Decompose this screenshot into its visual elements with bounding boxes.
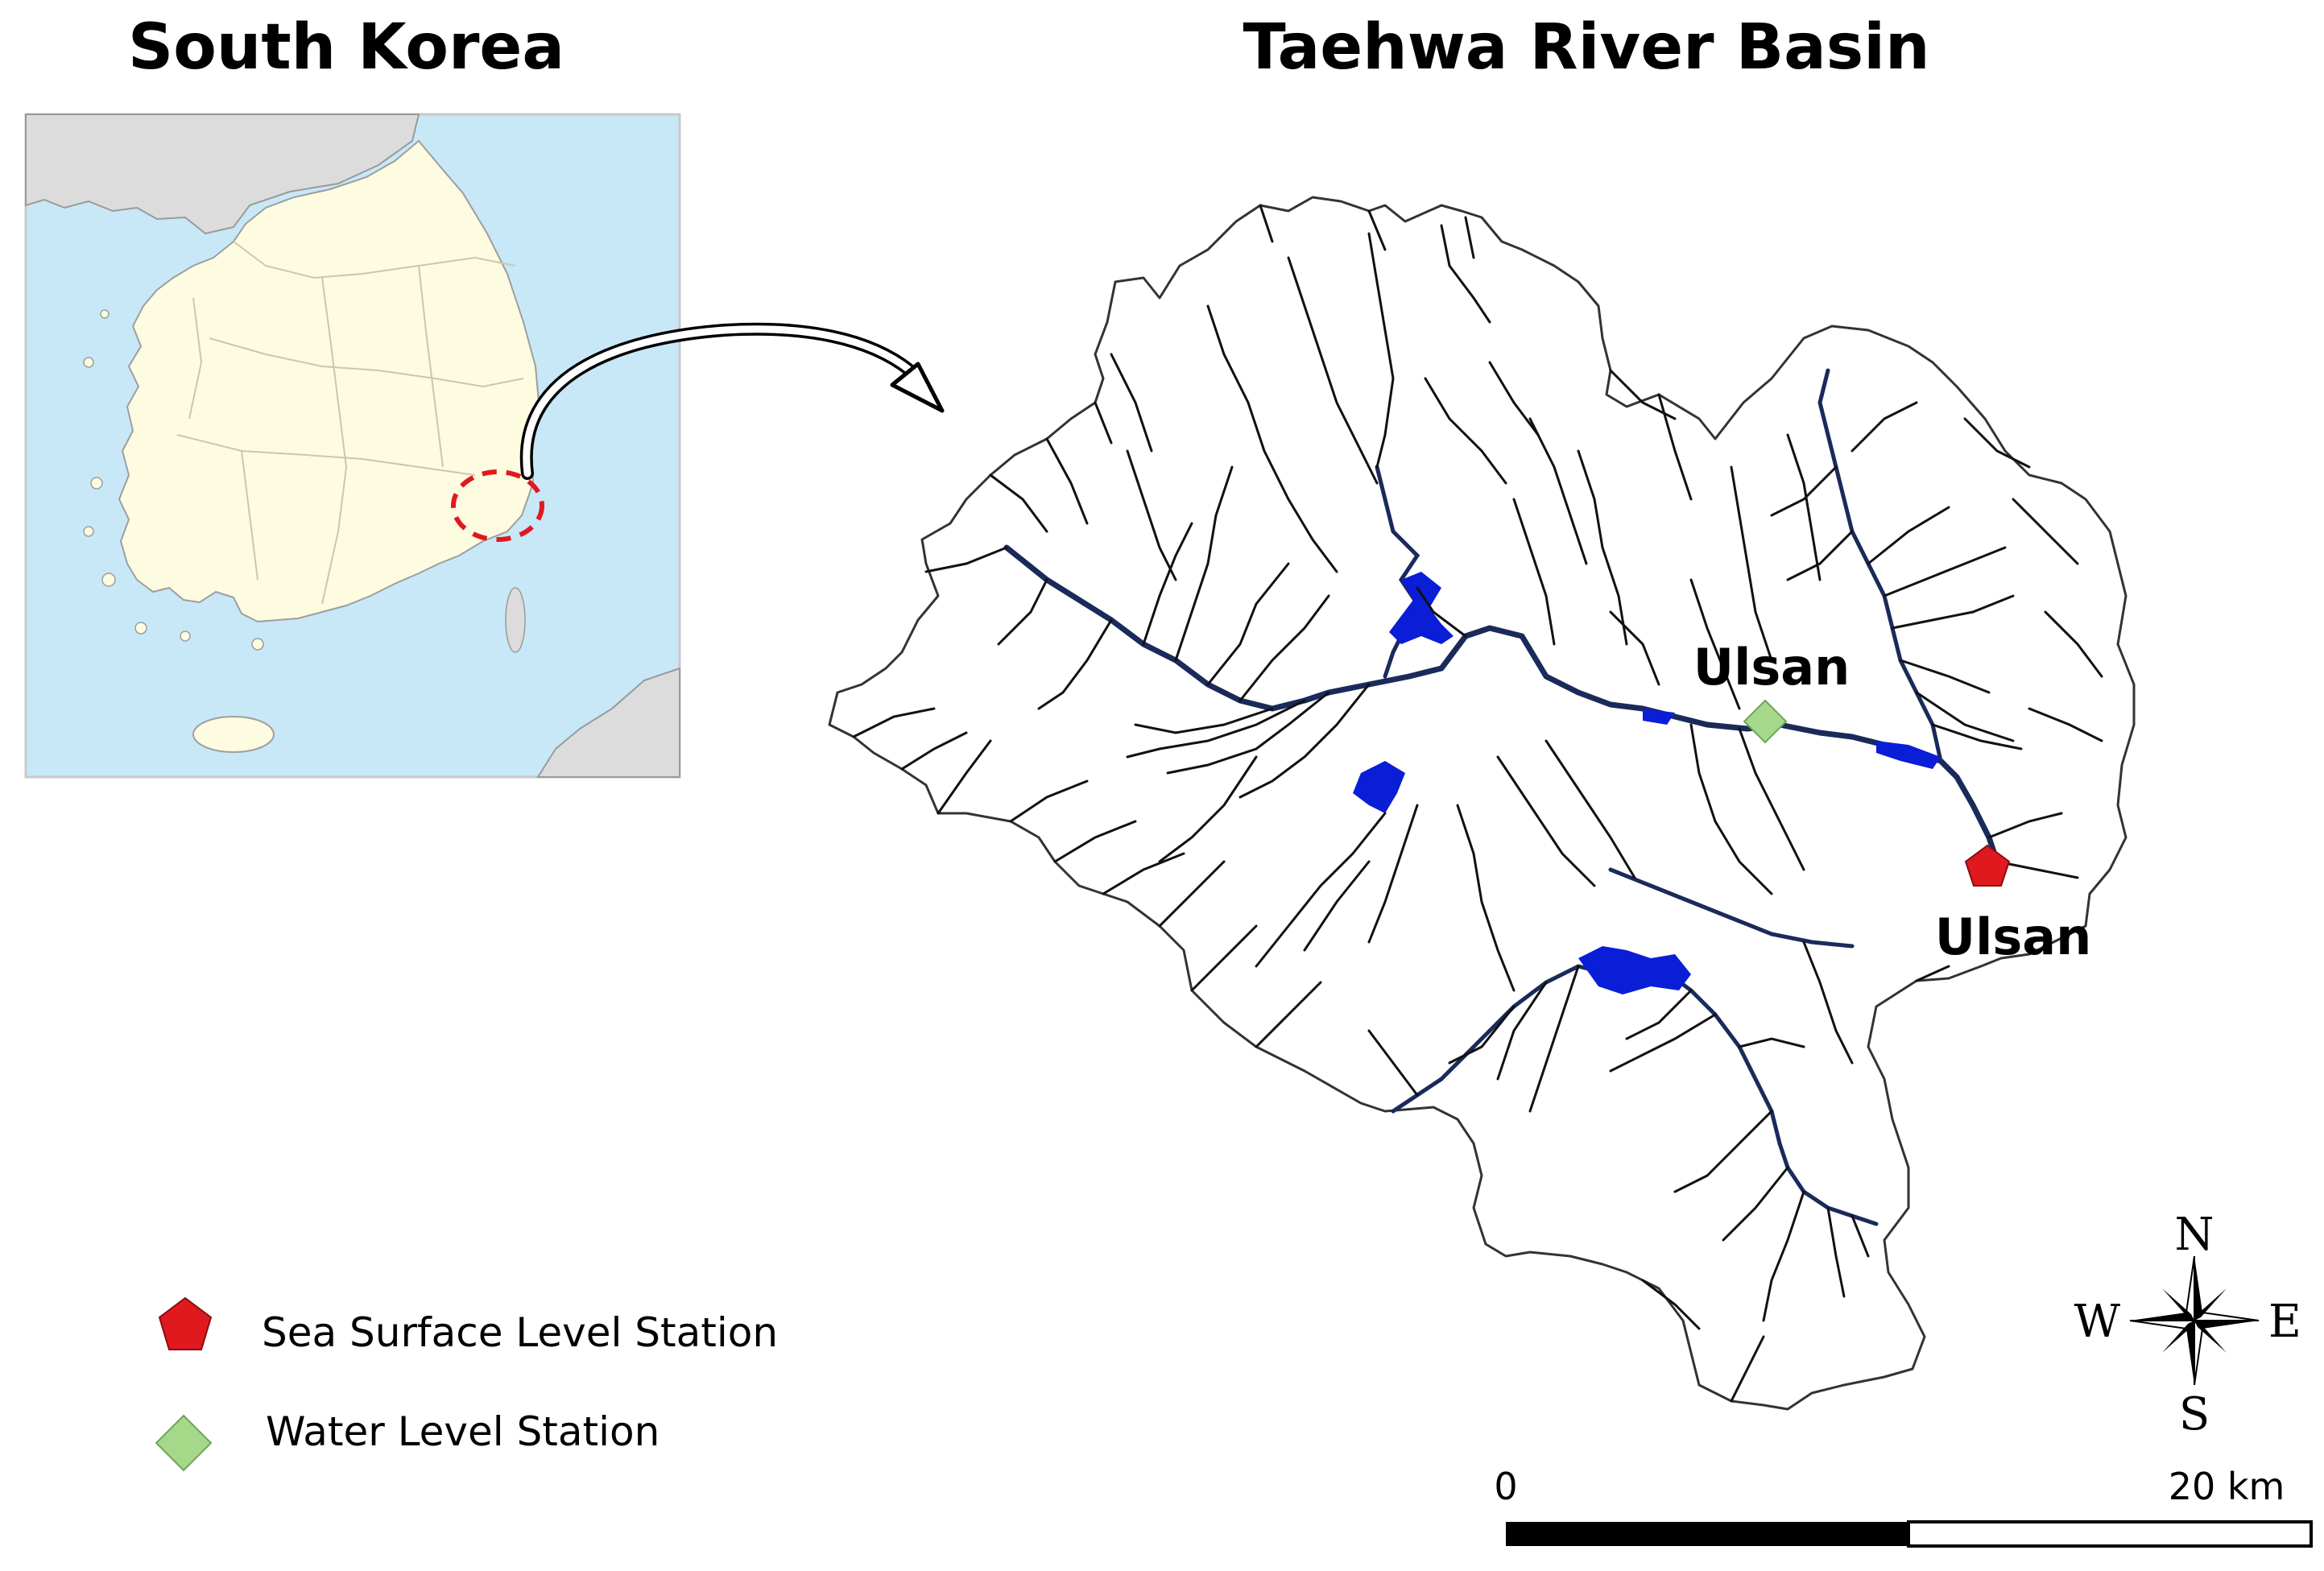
basin-map: Ulsan Ulsan — [828, 196, 2136, 1411]
water-level-station-marker — [1743, 699, 1788, 744]
inset-title: South Korea — [128, 11, 564, 84]
compass-south-label: S — [2179, 1388, 2210, 1441]
coastal-islands — [83, 309, 526, 653]
legend-item-water-level: Water Level Station — [266, 1408, 660, 1455]
legend-item-sea-surface: Sea Surface Level Station — [262, 1309, 778, 1356]
scale-bar: 0 20 km — [1494, 1465, 2313, 1548]
reservoir-north — [1389, 572, 1454, 644]
japan-land — [536, 667, 680, 778]
basin-boundary — [828, 196, 2136, 1411]
lower-station-label: Ulsan — [1935, 907, 2091, 966]
reservoir-south — [1578, 946, 1691, 994]
scale-segment-filled — [1506, 1522, 1908, 1546]
scale-end-label: 20 km — [2169, 1465, 2285, 1508]
compass-west-label: W — [2074, 1296, 2120, 1348]
south-korea-land — [118, 139, 541, 623]
river-estuary-segment — [1876, 741, 1941, 769]
compass-north-label: N — [2175, 1209, 2214, 1261]
compass-east-label: E — [2268, 1296, 2301, 1348]
legend-pentagon-icon — [158, 1296, 213, 1350]
central-tributary — [1608, 867, 1855, 949]
callout-arrow — [519, 322, 945, 480]
upper-station-label: Ulsan — [1693, 638, 1850, 697]
main-title: Taehwa River Basin — [1243, 11, 1929, 84]
study-area-highlight — [451, 469, 544, 542]
scale-segment-open — [1907, 1520, 2313, 1548]
scale-start-label: 0 — [1494, 1465, 1517, 1508]
south-tributary — [1439, 964, 1879, 1226]
legend-diamond-icon — [155, 1414, 213, 1472]
legend: Sea Surface Level Station Water Level St… — [155, 1296, 778, 1472]
sea-surface-level-station-marker — [1964, 844, 2011, 887]
north-neighbor-land — [25, 114, 420, 235]
province-boundaries — [176, 241, 524, 605]
jeju-island — [192, 716, 275, 753]
minor-streams — [852, 204, 2103, 1403]
compass-rose: N S E W — [2074, 1209, 2301, 1441]
inset-map — [24, 113, 681, 779]
river-segment-pool — [1643, 709, 1675, 725]
reservoir-middle — [1353, 761, 1405, 813]
